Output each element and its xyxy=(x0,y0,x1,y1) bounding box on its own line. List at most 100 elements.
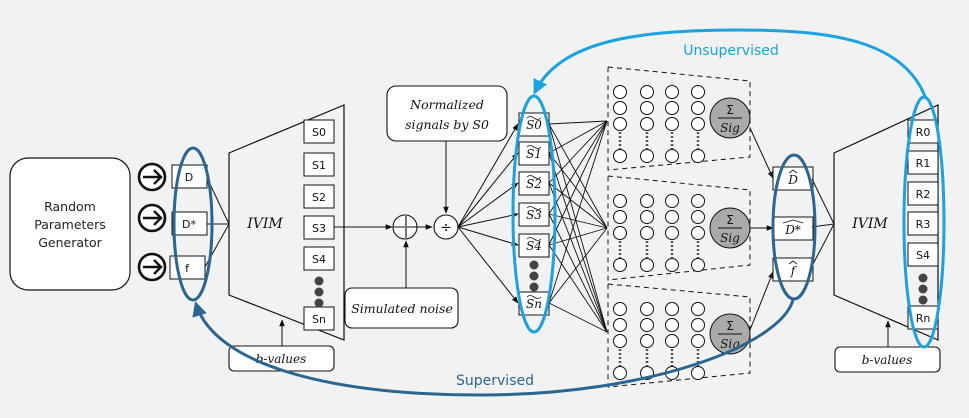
left-signal-box-label: S0 xyxy=(312,126,326,139)
connection-line xyxy=(548,152,608,229)
left-signal-box-label: S3 xyxy=(312,222,326,235)
fan-out-arrow xyxy=(457,226,519,304)
ellipsis-dot xyxy=(918,273,928,283)
normalized-signal-box: S4 xyxy=(518,233,550,258)
right-signal-box-label: R0 xyxy=(916,126,931,139)
neuron xyxy=(640,194,654,208)
hat-mark xyxy=(788,260,798,265)
neuron xyxy=(665,85,679,99)
neuron xyxy=(640,226,654,240)
neuron xyxy=(665,318,679,332)
normalized-signal-box: S3 xyxy=(518,202,550,227)
connection-line xyxy=(548,213,608,333)
right-signal-box-label: R2 xyxy=(916,188,931,201)
neuron xyxy=(691,318,705,332)
normalized-signal-box-label: S0 xyxy=(526,118,542,132)
normalized-signal-box: S2 xyxy=(518,171,550,196)
normalized-signal-box: S0 xyxy=(518,112,550,137)
normalization-divider: ÷ xyxy=(433,214,459,240)
connection-line xyxy=(548,302,608,333)
left-signal-box: S4 xyxy=(303,246,335,271)
left-signal-box-label: Sn xyxy=(312,313,326,326)
left-signal-box-label: S1 xyxy=(312,159,326,172)
sum-symbol: Σ xyxy=(726,319,734,333)
connection-line xyxy=(548,120,608,215)
connection-line xyxy=(548,227,608,304)
neuron xyxy=(613,117,627,131)
input-param-label: D* xyxy=(182,218,196,231)
neuron xyxy=(665,258,679,272)
neuron xyxy=(691,194,705,208)
left-signal-box-label: S2 xyxy=(312,191,326,204)
neuron xyxy=(640,210,654,224)
tilde-mark xyxy=(526,175,542,179)
simulated-noise-label: Simulated noise xyxy=(351,301,453,316)
ivim-left-label: IVIM xyxy=(246,216,283,232)
estimated-param-label: D* xyxy=(784,223,801,237)
neuron xyxy=(665,101,679,115)
neuron xyxy=(665,117,679,131)
ivim-right-label: IVIM xyxy=(851,216,888,232)
connection-line xyxy=(548,213,608,229)
estimated-params-ellipse xyxy=(771,153,817,301)
connection-line xyxy=(548,182,608,229)
neuron xyxy=(691,334,705,348)
tilde-mark xyxy=(526,237,542,241)
neuron xyxy=(640,258,654,272)
neuron xyxy=(691,302,705,316)
right-signal-box: S4 xyxy=(907,242,939,267)
supervised-loop-arrow xyxy=(192,299,795,397)
estimated-param-box: D* xyxy=(772,216,814,241)
hat-mark xyxy=(782,219,804,224)
fan-out-arrow xyxy=(457,123,519,228)
random-parameters-generator: Random Parameters Generator xyxy=(9,157,131,291)
ellipsis-dot xyxy=(314,287,324,297)
b-values-right-label: b-values xyxy=(862,353,913,367)
neuron xyxy=(640,101,654,115)
neuron xyxy=(613,226,627,240)
input-params-ellipse xyxy=(172,146,214,302)
neuron xyxy=(640,149,654,163)
sigmoid-label: Sig xyxy=(720,231,740,245)
connection-line xyxy=(548,120,608,246)
right-signal-box: R3 xyxy=(907,211,939,236)
neuron xyxy=(665,226,679,240)
output-arrow xyxy=(749,127,774,179)
neuron xyxy=(691,210,705,224)
ellipsis-dot xyxy=(529,260,539,270)
connection-line xyxy=(548,123,608,333)
left-signal-box: S1 xyxy=(303,152,335,177)
input-param-label: f xyxy=(185,262,190,275)
noise-adder xyxy=(392,214,418,240)
input-arrow-icon xyxy=(137,162,167,192)
neuron xyxy=(691,366,705,380)
sigmoid-output-neuron: Σ Sig xyxy=(709,207,751,249)
neuron xyxy=(613,101,627,115)
connection-line xyxy=(548,120,608,154)
estimated-param-box: f xyxy=(772,257,814,282)
normalized-signal-box-label: S3 xyxy=(526,208,542,222)
right-signal-box: R1 xyxy=(907,150,939,175)
normalized-line-1: Normalized xyxy=(409,97,484,112)
normalized-line-2: signals by S0 xyxy=(405,117,489,132)
connection-line xyxy=(548,152,608,333)
connection-line xyxy=(548,227,608,246)
neuron xyxy=(613,318,627,332)
normalized-signal-box-label: S4 xyxy=(526,239,542,253)
sum-symbol: Σ xyxy=(726,213,734,227)
unsupervised-label: Unsupervised xyxy=(683,43,779,59)
unsupervised-loop-arrow xyxy=(533,28,928,100)
fan-out-arrow xyxy=(457,182,519,228)
neuron xyxy=(691,101,705,115)
input-param-box: D* xyxy=(171,211,208,236)
neuron xyxy=(665,302,679,316)
input-param-label: D xyxy=(185,171,193,184)
generator-line-1: Random xyxy=(44,199,96,214)
connection-line xyxy=(548,120,608,125)
ellipsis-dot xyxy=(918,284,928,294)
divide-operator: ÷ xyxy=(440,220,452,236)
connection-line xyxy=(548,244,608,333)
